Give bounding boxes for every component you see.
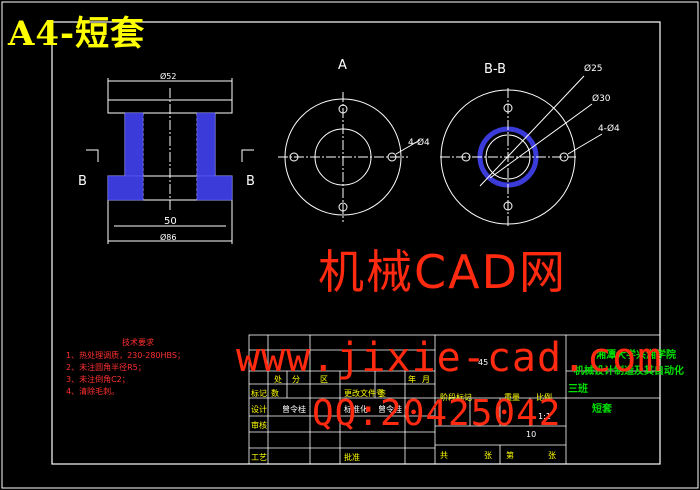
- tech-req-item: 2、未注圆角半径R5；: [66, 363, 146, 372]
- weight-label: 重量: [504, 393, 520, 402]
- view-bb-label: B-B: [484, 62, 507, 77]
- class-name: 三班: [568, 384, 588, 395]
- tb-cell: 处: [274, 375, 282, 384]
- sheet-number: 10: [526, 430, 537, 439]
- tb-cell: 区: [320, 375, 328, 384]
- standardizer: 曾令桂: [378, 405, 402, 414]
- part-name: 短套: [592, 404, 612, 415]
- dim-holes-a: 4-Ø4: [408, 138, 430, 148]
- designer: 曾令桂: [282, 405, 306, 414]
- department-name: 机械设计制造及其自动化: [574, 366, 684, 377]
- watermark-qq: QQ:20425042: [312, 393, 562, 434]
- sheet-no-label: 第: [506, 451, 514, 460]
- tb-label: 标记: [251, 389, 267, 398]
- scale-value: 1:1: [538, 412, 551, 421]
- drawing-title: A4-短套: [8, 14, 146, 54]
- view-bb: [440, 75, 603, 226]
- tb-cell: 更改文件号: [344, 389, 384, 398]
- title-block-lines: [248, 334, 661, 465]
- tech-req-item: 3、未注倒角C2；: [66, 375, 130, 384]
- dim-holes-bb: 4-Ø4: [598, 124, 620, 134]
- scale-label: 比例: [536, 393, 552, 402]
- tb-cell: 分: [292, 375, 300, 384]
- sheets-label: 共: [440, 451, 448, 460]
- tb-cell: 年: [408, 375, 416, 384]
- stage-label: 阶段标记: [440, 393, 472, 402]
- view-a-label: A: [338, 58, 347, 73]
- tech-req-heading: 技术要求: [122, 338, 154, 347]
- view-a: [278, 92, 421, 222]
- tb-cell: 月: [422, 375, 430, 384]
- tb-label: 工艺: [251, 453, 267, 462]
- tb-cell: 签: [378, 389, 386, 398]
- tb-label: 审核: [251, 421, 267, 430]
- tb-label: 设计: [251, 405, 267, 414]
- school-name: 湘潭大学兴湘学院: [596, 350, 676, 361]
- watermark-url: www.jixie-cad.com: [236, 335, 663, 381]
- section-hatch: [107, 112, 233, 201]
- standardize-label: 标准化: [344, 405, 368, 414]
- dim-bb-d30: Ø30: [592, 94, 611, 104]
- sheet-no-unit: 张: [548, 451, 556, 460]
- dim-bb-d25: Ø25: [584, 64, 603, 74]
- material-number: 45: [478, 358, 489, 367]
- watermark-brand: 机械CAD网: [318, 245, 568, 299]
- sheets-unit: 张: [484, 451, 492, 460]
- tech-req-item: 4、清除毛刺。: [66, 387, 120, 396]
- dim-top-diameter: Ø52: [160, 72, 177, 81]
- section-b-left: B: [78, 174, 87, 189]
- dim-length: 50: [164, 216, 177, 227]
- batch-label: 批准: [344, 453, 360, 462]
- dim-bottom-diameter: Ø86: [160, 233, 177, 242]
- tech-req-item: 1、热处理调质，230-280HBS；: [66, 351, 185, 360]
- tb-label: 数: [271, 389, 279, 398]
- section-b-right: B: [246, 174, 255, 189]
